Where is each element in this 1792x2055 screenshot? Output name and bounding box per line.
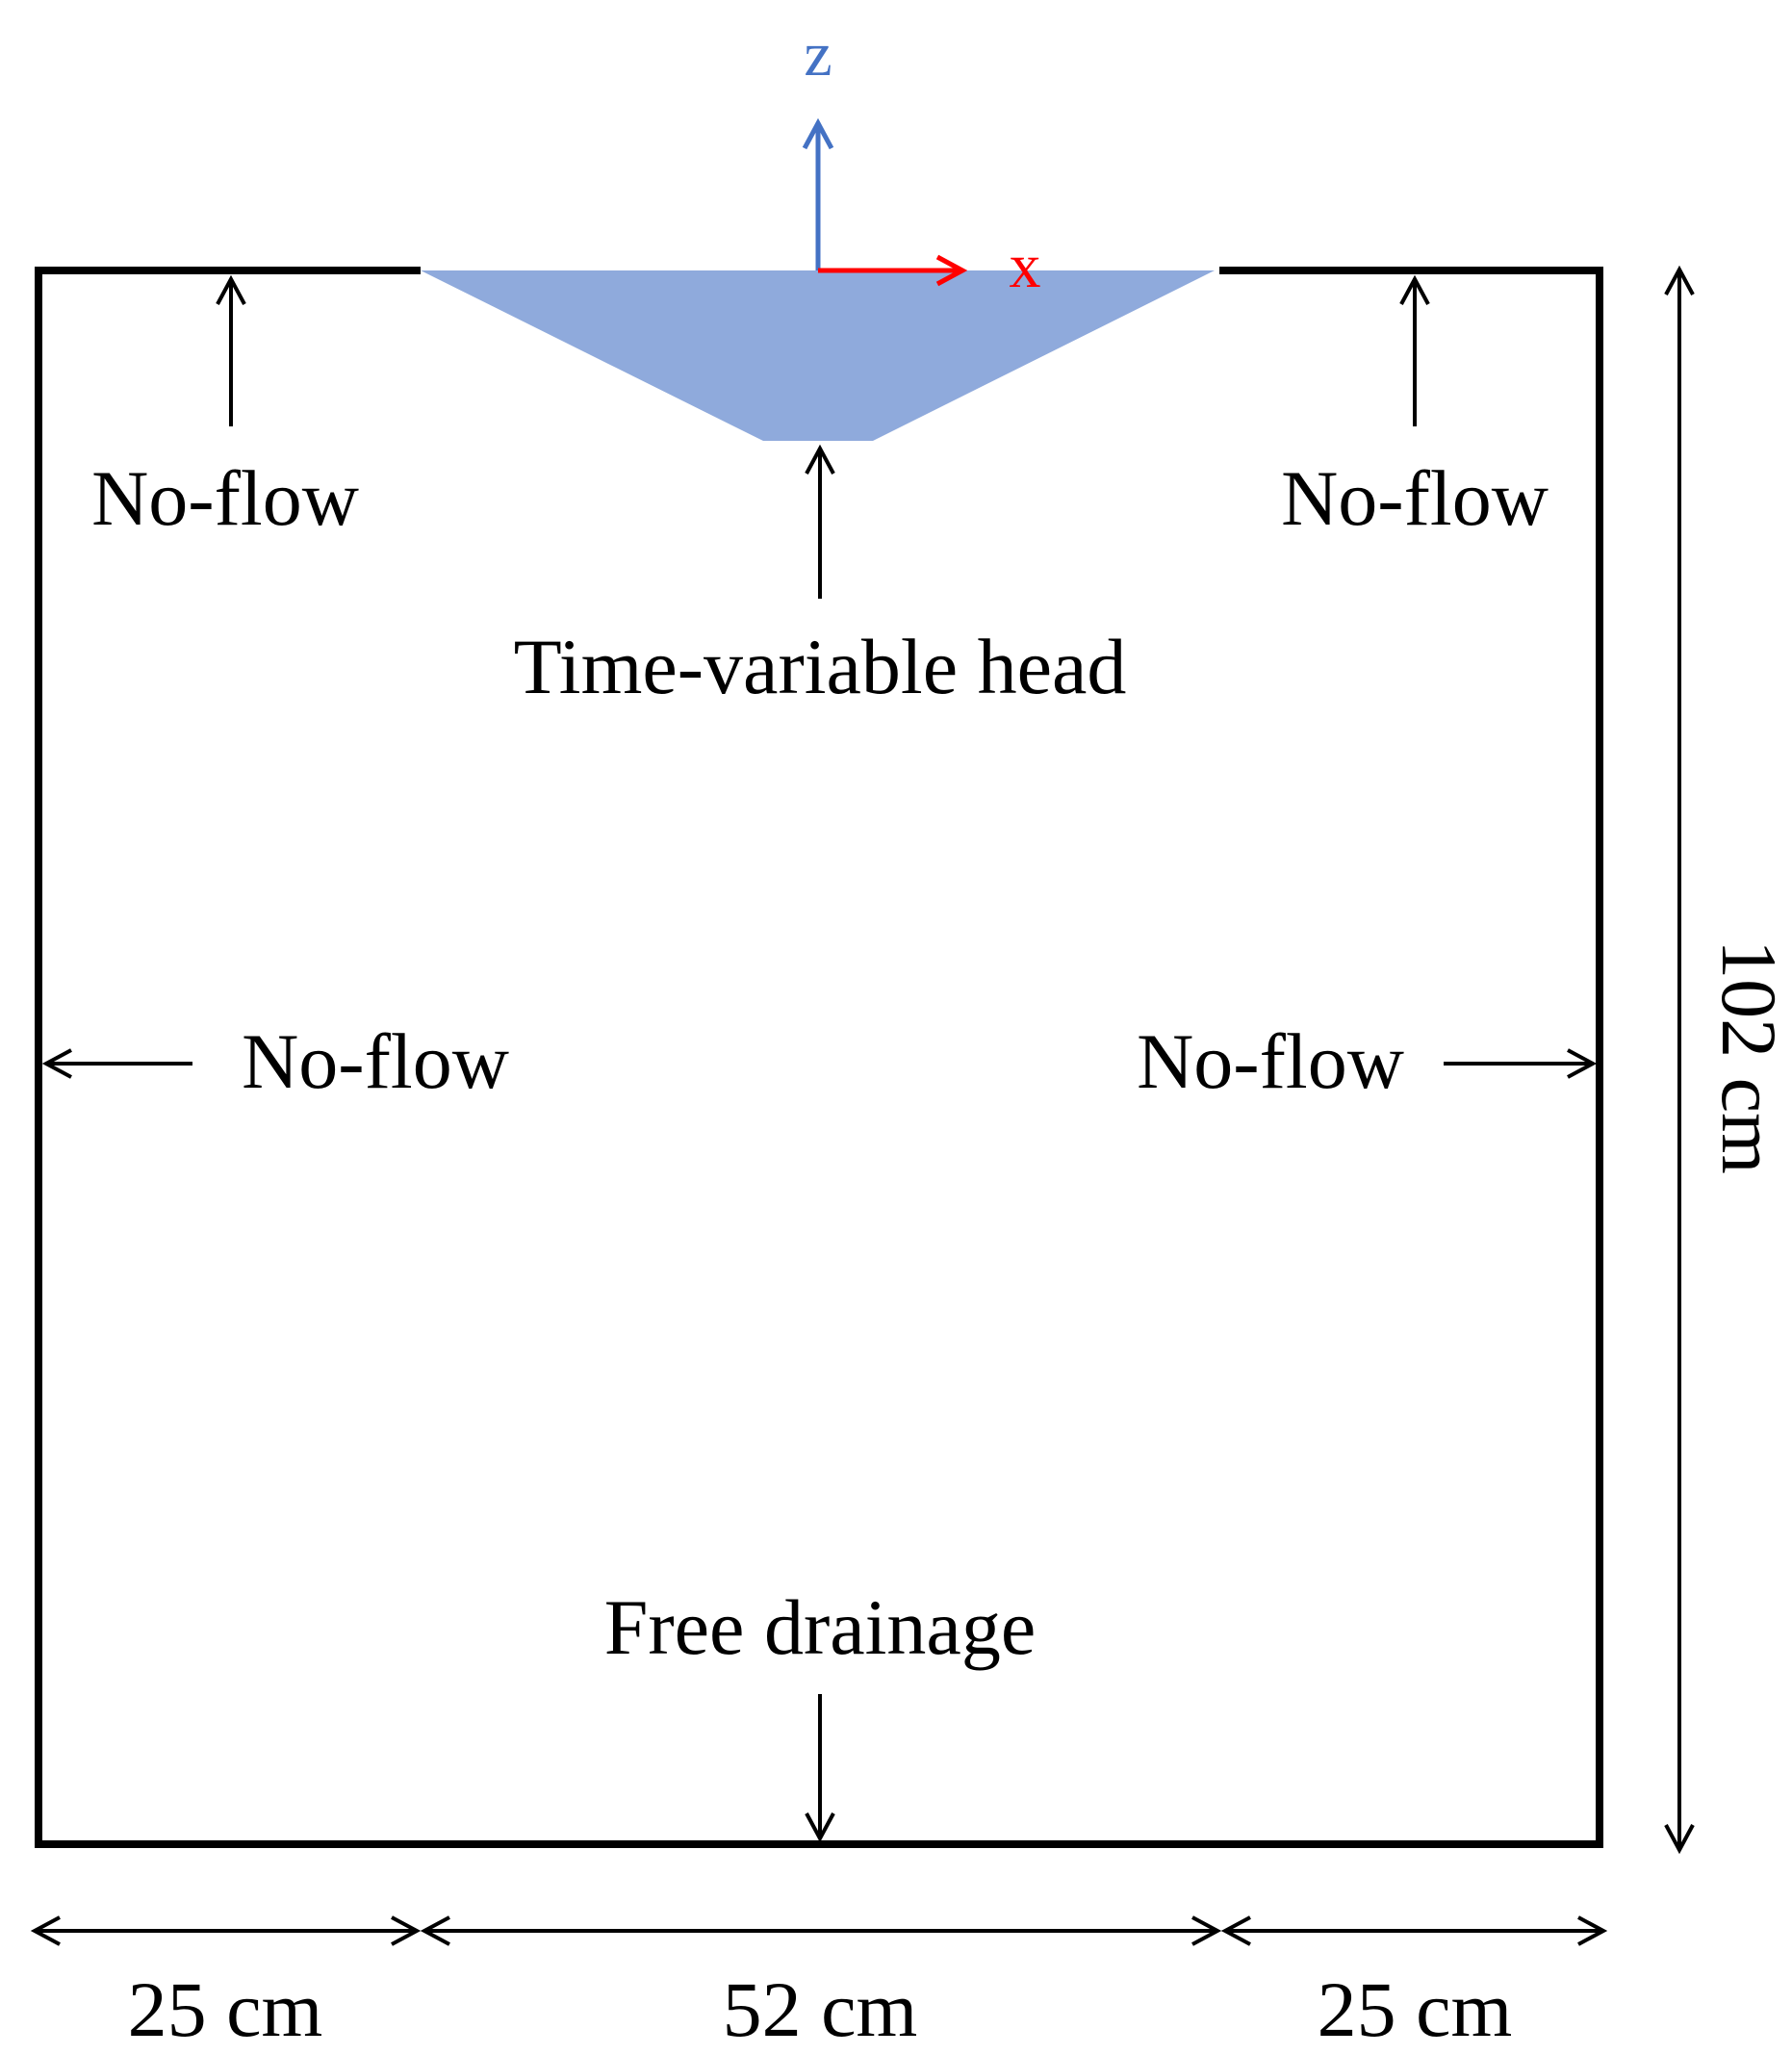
top-left-label: No-flow: [91, 454, 359, 542]
height-dimension-label: 102 cm: [1705, 939, 1792, 1174]
left-side-label: No-flow: [242, 1017, 509, 1105]
right-width-label: 25 cm: [1318, 1965, 1513, 2053]
x-axis-label: x: [1010, 231, 1041, 301]
free-drainage-label: Free drainage: [604, 1583, 1036, 1671]
domain-boundary: [35, 267, 1603, 1848]
left-width-label: 25 cm: [128, 1965, 323, 2053]
water-body: [421, 270, 1215, 441]
time-variable-head-label: Time-variable head: [514, 623, 1127, 710]
z-axis-label: z: [804, 19, 832, 90]
top-right-label: No-flow: [1281, 454, 1549, 542]
center-width-label: 52 cm: [723, 1965, 918, 2053]
right-side-label: No-flow: [1137, 1017, 1404, 1105]
